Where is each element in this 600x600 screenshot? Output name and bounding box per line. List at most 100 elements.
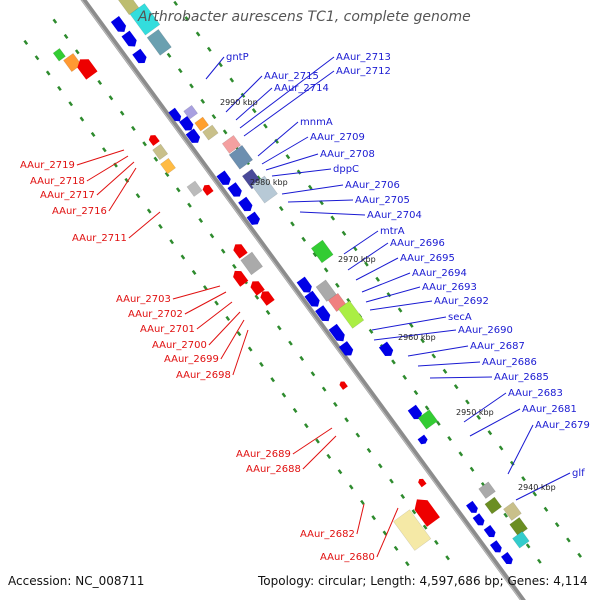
- forward-gene-label[interactable]: AAur_2715: [264, 71, 319, 82]
- forward-gene-label[interactable]: AAur_2679: [535, 420, 590, 431]
- kbp-marker-label: 2960 kbp: [398, 333, 436, 342]
- tick-dot: [211, 114, 217, 120]
- reverse-gene-label[interactable]: AAur_2718: [30, 176, 85, 187]
- reverse-gene-label[interactable]: AAur_2701: [140, 324, 195, 335]
- label-leader-line: [463, 392, 507, 423]
- tick-dot: [164, 171, 170, 178]
- gene-arrow: [216, 170, 231, 185]
- tick-dot: [503, 512, 509, 518]
- reverse-gene-label[interactable]: AAur_2700: [152, 340, 207, 351]
- tick-dot: [79, 116, 85, 122]
- forward-gene-label[interactable]: AAur_2704: [367, 210, 422, 221]
- forward-gene-label[interactable]: AAur_2692: [434, 296, 489, 307]
- gene-arrow: [168, 107, 182, 122]
- label-leader-line: [225, 75, 263, 113]
- tick-dot: [436, 420, 441, 426]
- forward-gene-label[interactable]: AAur_2696: [390, 238, 445, 249]
- forward-gene-label[interactable]: AAur_2695: [400, 253, 455, 264]
- forward-gene-label[interactable]: AAur_2709: [310, 132, 365, 143]
- reverse-gene-label[interactable]: AAur_2699: [164, 354, 219, 365]
- reverse-gene-label[interactable]: AAur_2717: [40, 190, 95, 201]
- gene-block: [315, 279, 337, 302]
- label-leader-line: [184, 291, 227, 315]
- tick-dot: [543, 506, 549, 512]
- forward-gene-label[interactable]: AAur_2686: [482, 357, 537, 368]
- tick-dot: [175, 187, 181, 193]
- tick-dot: [326, 453, 332, 459]
- forward-gene-label[interactable]: gntP: [226, 52, 249, 63]
- reverse-gene-label[interactable]: AAur_2703: [116, 294, 171, 305]
- tick-dot: [203, 285, 208, 291]
- tick-dot: [554, 522, 560, 528]
- reverse-gene-label[interactable]: AAur_2711: [72, 233, 127, 244]
- reverse-gene-label[interactable]: AAur_2689: [236, 449, 291, 460]
- gene-arrow: [315, 305, 331, 322]
- label-leader-line: [365, 286, 421, 303]
- reverse-gene-label[interactable]: AAur_2682: [300, 529, 355, 540]
- tick-dot: [368, 328, 374, 334]
- tick-dot: [34, 55, 40, 61]
- gene-arrow: [110, 16, 127, 32]
- reverse-gene-label[interactable]: AAur_2680: [320, 552, 375, 563]
- tick-dot: [382, 530, 388, 536]
- forward-gene-label[interactable]: secA: [448, 312, 472, 323]
- label-leader-line: [257, 121, 299, 157]
- tick-dot: [404, 561, 410, 567]
- forward-gene-label[interactable]: mtrA: [380, 226, 405, 237]
- tick-dot: [251, 108, 257, 114]
- gene-arrow: [148, 135, 160, 146]
- forward-gene-label[interactable]: glf: [572, 468, 585, 479]
- gene-arrow: [414, 499, 440, 527]
- label-leader-lines: [76, 56, 571, 558]
- gene-arrow: [233, 270, 249, 287]
- forward-gene-label[interactable]: AAur_2706: [345, 180, 400, 191]
- forward-gene-label[interactable]: AAur_2687: [470, 341, 525, 352]
- label-leader-line: [373, 329, 457, 341]
- tick-dot: [270, 377, 276, 383]
- tick-dot: [158, 223, 163, 229]
- tick-dot: [323, 267, 329, 273]
- label-leader-line: [469, 408, 521, 437]
- tick-dot: [290, 221, 295, 227]
- label-leader-line: [261, 136, 309, 165]
- forward-gene-label[interactable]: dppC: [333, 164, 359, 175]
- reverse-gene-label[interactable]: AAur_2719: [20, 160, 75, 171]
- forward-gene-label[interactable]: AAur_2713: [336, 52, 391, 63]
- forward-gene-label[interactable]: AAur_2708: [320, 149, 375, 160]
- tick-dot: [577, 552, 582, 558]
- label-leader-line: [86, 155, 129, 182]
- forward-gene-label[interactable]: AAur_2685: [494, 372, 549, 383]
- forward-gene-label[interactable]: AAur_2683: [508, 388, 563, 399]
- gene-arrow: [501, 552, 513, 565]
- forward-gene-label[interactable]: mnmA: [300, 117, 333, 128]
- gene-arrow: [339, 381, 348, 390]
- forward-gene-label[interactable]: AAur_2681: [522, 404, 577, 415]
- gene-arrow: [417, 434, 428, 445]
- gene-block: [146, 28, 172, 56]
- forward-gene-label[interactable]: AAur_2694: [412, 268, 467, 279]
- label-leader-line: [292, 427, 333, 455]
- tick-dot: [263, 123, 268, 129]
- gene-block: [183, 104, 198, 120]
- label-leader-line: [208, 311, 241, 346]
- forward-gene-label[interactable]: AAur_2690: [458, 325, 513, 336]
- gene-arrow: [378, 341, 394, 356]
- tick-dot: [355, 432, 361, 438]
- tick-dot: [360, 499, 365, 505]
- label-leader-line: [108, 167, 137, 212]
- forward-gene-label[interactable]: AAur_2705: [355, 195, 410, 206]
- genome-backbone: [80, 0, 526, 600]
- reverse-gene-label[interactable]: AAur_2688: [246, 464, 301, 475]
- tick-dot: [265, 309, 271, 316]
- reverse-gene-label[interactable]: AAur_2702: [128, 309, 183, 320]
- label-leader-line: [196, 301, 233, 330]
- forward-gene-label[interactable]: AAur_2712: [336, 66, 391, 77]
- reverse-gene-label[interactable]: AAur_2716: [52, 206, 107, 217]
- label-leader-line: [287, 199, 354, 203]
- forward-gene-label[interactable]: AAur_2693: [422, 282, 477, 293]
- tick-dot: [344, 417, 349, 423]
- reverse-gene-label[interactable]: AAur_2698: [176, 370, 231, 381]
- tick-dot: [442, 368, 448, 374]
- tick-dot: [274, 138, 279, 144]
- forward-gene-label[interactable]: AAur_2714: [274, 83, 329, 94]
